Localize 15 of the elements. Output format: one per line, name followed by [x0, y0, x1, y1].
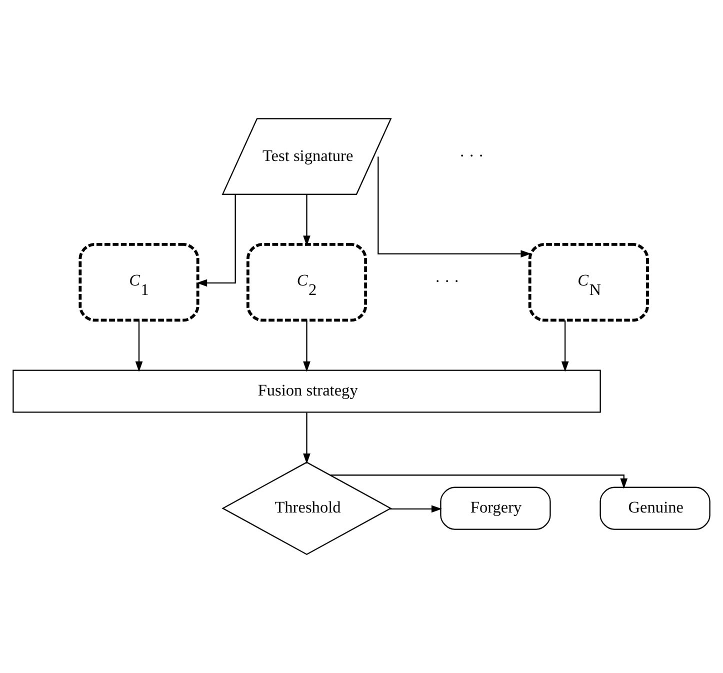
arrow — [330, 474, 628, 489]
node-box: Forgery — [440, 486, 551, 530]
arrow — [303, 320, 310, 372]
arrow — [303, 194, 310, 246]
arrow — [303, 412, 310, 464]
arrow — [135, 320, 143, 372]
label: · · · — [459, 146, 484, 165]
node-box: Genuine — [600, 486, 710, 530]
node-diamond: Threshold — [222, 462, 392, 555]
arrow — [378, 156, 532, 258]
label: · · · — [434, 272, 460, 291]
arrow — [196, 194, 236, 287]
arrow — [561, 320, 569, 372]
node-box: Fusion strategy — [12, 370, 601, 413]
arrow — [390, 505, 442, 513]
